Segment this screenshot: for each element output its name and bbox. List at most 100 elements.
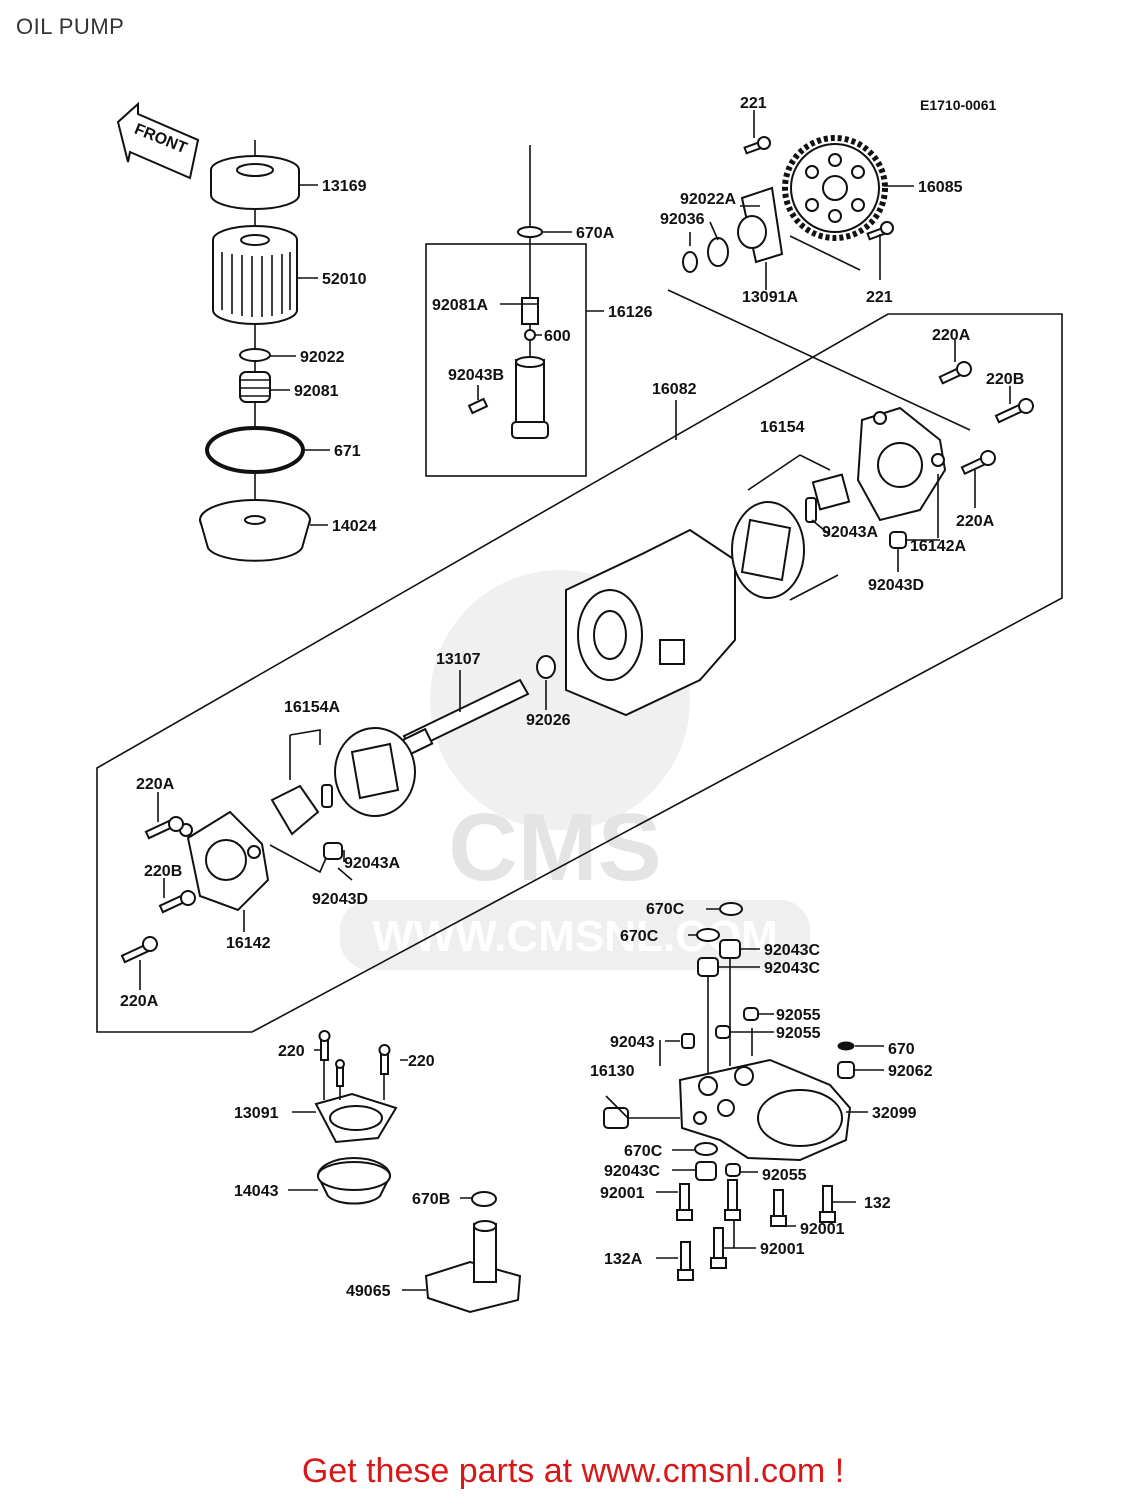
label-220-a: 220 — [278, 1043, 305, 1060]
label-670: 670 — [888, 1041, 915, 1058]
page-title: OIL PUMP — [16, 14, 125, 39]
label-92036: 92036 — [660, 211, 705, 228]
part-92022A — [707, 237, 729, 267]
part-16142-cover — [179, 810, 270, 912]
part-13169 — [210, 155, 300, 210]
label-92026: 92026 — [526, 712, 571, 729]
part-92081-spring — [239, 371, 271, 403]
label-16142A: 16142A — [910, 538, 966, 555]
part-671-oring — [205, 426, 305, 474]
label-92043C-b: 92043C — [764, 960, 820, 977]
part-16142A-cover — [856, 406, 947, 522]
label-671: 671 — [334, 443, 361, 460]
label-92043C-c: 92043C — [604, 1163, 660, 1180]
part-16130 — [603, 1107, 629, 1129]
label-92043A-a: 92043A — [822, 524, 878, 541]
part-92043D-right — [889, 531, 907, 549]
label-220-b: 220 — [408, 1053, 435, 1070]
part-600 — [524, 329, 536, 341]
part-220-screw-b — [378, 1044, 391, 1075]
label-92001-b: 92001 — [800, 1221, 845, 1238]
label-13169: 13169 — [322, 178, 367, 195]
label-220B-b: 220B — [144, 863, 182, 880]
pump-group-outline — [96, 313, 1063, 1033]
label-221-bottom: 221 — [866, 289, 893, 306]
label-92081A: 92081A — [432, 297, 488, 314]
label-92055-a: 92055 — [776, 1007, 821, 1024]
label-132: 132 — [864, 1195, 891, 1212]
label-16154A: 16154A — [284, 699, 340, 716]
watermark-logo: CMS — [448, 794, 661, 901]
label-92055-b: 92055 — [776, 1025, 821, 1042]
part-132A-bolt — [677, 1241, 694, 1281]
part-670 — [837, 1041, 855, 1051]
label-92043B: 92043B — [448, 367, 504, 384]
part-92001-bolt-b — [724, 1179, 741, 1221]
label-92043: 92043 — [610, 1034, 655, 1051]
label-16082: 16082 — [652, 381, 697, 398]
label-92062: 92062 — [888, 1063, 933, 1080]
label-92001-a: 92001 — [600, 1185, 645, 1202]
part-32099-housing — [678, 1058, 852, 1162]
label-92022: 92022 — [300, 349, 345, 366]
part-92043C-b — [697, 957, 719, 977]
label-92022A: 92022A — [680, 191, 736, 208]
part-13091 — [314, 1092, 398, 1144]
label-92055-c: 92055 — [762, 1167, 807, 1184]
part-92001-bolt-c — [770, 1189, 787, 1227]
label-132A: 132A — [604, 1251, 643, 1268]
part-92043C-a — [719, 939, 741, 959]
label-220B-a: 220B — [986, 371, 1024, 388]
label-14024: 14024 — [332, 518, 377, 535]
label-92001-c: 92001 — [760, 1241, 805, 1258]
part-92043B — [467, 397, 489, 415]
label-14043: 14043 — [234, 1183, 279, 1200]
part-92043C-c — [695, 1161, 717, 1181]
label-220A-a: 220A — [932, 327, 971, 344]
label-16085: 16085 — [918, 179, 963, 196]
part-92055-c — [725, 1163, 741, 1177]
footer-cta-link[interactable]: Get these parts at www.cmsnl.com ! — [301, 1452, 845, 1490]
part-92043A-pin-left — [321, 784, 333, 808]
part-16085-gear — [782, 135, 888, 241]
part-670C-top — [719, 902, 743, 916]
label-670A: 670A — [576, 225, 615, 242]
front-arrow-icon: FRONT — [116, 101, 200, 180]
part-670C-mid — [696, 928, 720, 942]
part-92001-bolt-a — [676, 1183, 693, 1221]
part-14024 — [199, 499, 311, 562]
part-220-screw-a — [318, 1030, 331, 1061]
part-92043 — [681, 1033, 695, 1049]
part-92026 — [536, 655, 556, 679]
label-92043D-b: 92043D — [312, 891, 368, 908]
label-16154: 16154 — [760, 419, 805, 436]
part-92055-a — [743, 1007, 759, 1021]
part-92062 — [837, 1061, 855, 1079]
label-13107: 13107 — [436, 651, 481, 668]
part-670B — [471, 1191, 497, 1207]
part-16154-rotor — [731, 501, 805, 599]
part-670A — [517, 226, 543, 238]
part-221-screw-bottom — [866, 221, 894, 241]
label-16130: 16130 — [590, 1063, 635, 1080]
label-670C-b: 670C — [620, 928, 659, 945]
part-220A-screw-4 — [120, 936, 158, 964]
label-220A-c: 220A — [136, 776, 175, 793]
part-49065 — [424, 1220, 522, 1314]
label-52010: 52010 — [322, 271, 367, 288]
part-92081A — [521, 297, 539, 325]
label-92043C-a: 92043C — [764, 942, 820, 959]
diagram-code: E1710-0061 — [920, 97, 997, 113]
part-220-screw-mid — [335, 1059, 345, 1087]
label-13091A: 13091A — [742, 289, 798, 306]
label-220A-b: 220A — [956, 513, 995, 530]
part-220A-screw-2 — [960, 450, 996, 476]
label-32099: 32099 — [872, 1105, 917, 1122]
part-92036 — [682, 251, 698, 273]
part-670C-bottom — [694, 1142, 718, 1156]
part-220A-screw-3 — [144, 816, 184, 840]
label-670B: 670B — [412, 1191, 450, 1208]
label-600: 600 — [544, 328, 571, 345]
label-92081: 92081 — [294, 383, 339, 400]
